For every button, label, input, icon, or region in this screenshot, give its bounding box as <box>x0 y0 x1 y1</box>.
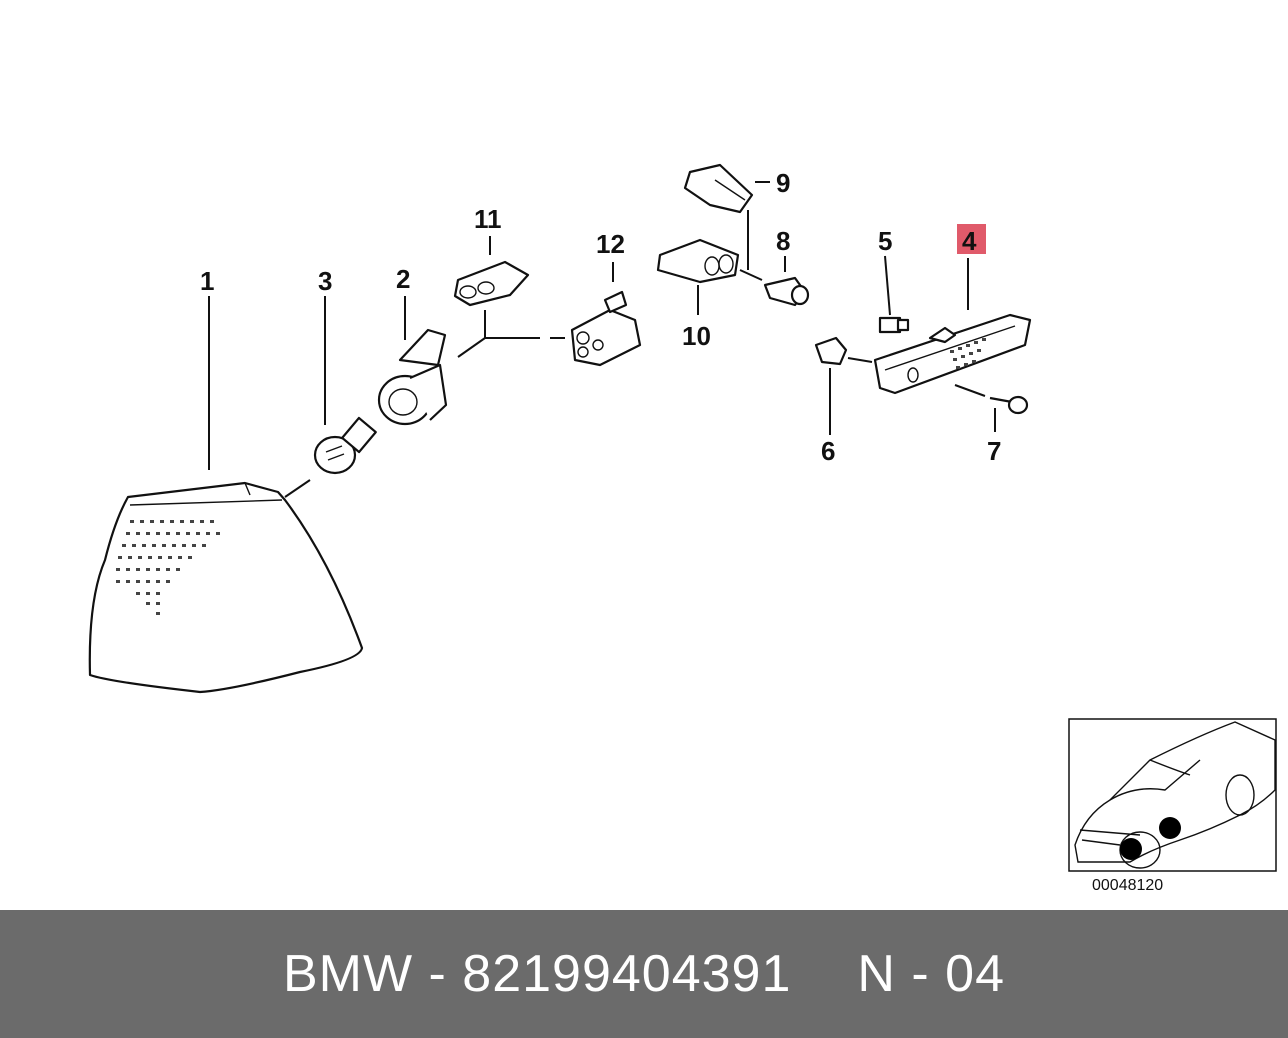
callout-4: 4 <box>962 226 977 256</box>
part-6-clip <box>814 336 848 366</box>
callout-1: 1 <box>200 266 214 296</box>
part-11-connector <box>453 260 530 307</box>
part-10-connector <box>656 238 740 284</box>
callout-4-highlight <box>957 224 986 254</box>
inset-car-locator: 00048120 <box>1068 718 1277 894</box>
callout-6: 6 <box>821 436 835 466</box>
part-4-side-marker <box>873 313 1032 395</box>
part-7-screw <box>989 395 1029 415</box>
part-1-lamp-lens <box>88 481 364 694</box>
callout-numbers: 1 2 3 4 5 6 7 8 9 10 11 12 <box>200 168 1001 466</box>
part-2-socket <box>377 328 448 426</box>
callout-5: 5 <box>878 226 892 256</box>
callout-3: 3 <box>318 266 332 296</box>
part-3-bulb <box>313 416 377 475</box>
callout-7: 7 <box>987 436 1001 466</box>
part-8-small-bulb <box>763 276 810 307</box>
callout-11: 11 <box>474 204 502 234</box>
inset-code: 00048120 <box>1092 877 1163 894</box>
location-marker-front <box>1120 838 1142 860</box>
footer-bar: BMW - 82199404391 N - 04 <box>0 910 1288 1038</box>
part-number-label: BMW - 82199404391 <box>282 945 792 1003</box>
callout-12: 12 <box>596 229 625 259</box>
callout-9: 9 <box>776 168 790 198</box>
callout-10: 10 <box>682 321 711 351</box>
leader-lines <box>208 181 996 498</box>
part-12-plug <box>570 290 642 367</box>
location-marker-side <box>1159 817 1181 839</box>
callout-2: 2 <box>396 264 410 294</box>
parts-diagram: 1 2 3 4 5 6 7 8 9 10 11 12 00048120 <box>88 163 1277 894</box>
part-9-connector <box>683 163 754 214</box>
callout-8: 8 <box>776 226 790 256</box>
section-label: N - 04 <box>857 945 1006 1003</box>
footer-caption: BMW - 82199404391 N - 04 <box>0 910 1288 1038</box>
part-5-wedge-bulb <box>878 316 910 334</box>
